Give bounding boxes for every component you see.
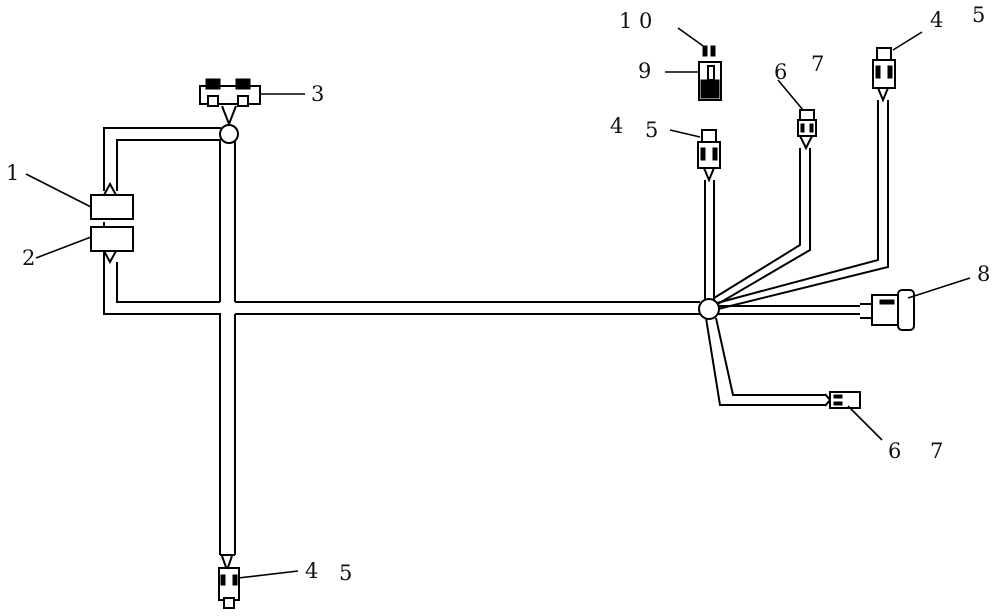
callout-5-bottom: 5 bbox=[339, 561, 353, 585]
right-branches bbox=[704, 100, 889, 406]
callout-5-top-right: 5 bbox=[972, 3, 986, 27]
connector-mid-4-5 bbox=[697, 129, 721, 183]
callout-7-top: 7 bbox=[811, 52, 825, 76]
connector-3 bbox=[199, 78, 261, 127]
left-loop-harness bbox=[103, 127, 221, 555]
module-2 bbox=[90, 226, 134, 265]
callout-6-top: 6 bbox=[774, 60, 788, 84]
junction-main bbox=[698, 298, 720, 320]
callout-4-mid: 4 bbox=[610, 114, 624, 138]
callout-8: 8 bbox=[977, 262, 991, 286]
connector-bottom-6-7 bbox=[824, 391, 861, 409]
connector-bottom-4-5 bbox=[218, 555, 240, 609]
callout-3: 3 bbox=[311, 82, 325, 106]
main-horizontal-trunk bbox=[235, 301, 700, 315]
callout-1: 1 bbox=[6, 161, 20, 185]
callout-7-bottom: 7 bbox=[930, 439, 944, 463]
callout-4-top-right: 4 bbox=[930, 8, 944, 32]
callout-6-bottom: 6 bbox=[888, 439, 902, 463]
callout-10: 1 0 bbox=[619, 9, 653, 33]
callout-9: 9 bbox=[638, 59, 652, 83]
connector-top-right-4-5 bbox=[872, 47, 896, 103]
vertical-trunk bbox=[219, 140, 236, 556]
connector-8 bbox=[860, 289, 915, 331]
part-9-terminal bbox=[698, 61, 722, 101]
module-1 bbox=[90, 181, 134, 220]
connector-top-6-7 bbox=[797, 109, 817, 151]
junction-upper bbox=[219, 124, 239, 144]
callout-5-mid: 5 bbox=[645, 118, 659, 142]
callout-4-bottom: 4 bbox=[305, 559, 319, 583]
part-10-pins bbox=[702, 45, 716, 57]
leader-lines bbox=[25, 27, 971, 579]
callout-2: 2 bbox=[22, 246, 36, 270]
